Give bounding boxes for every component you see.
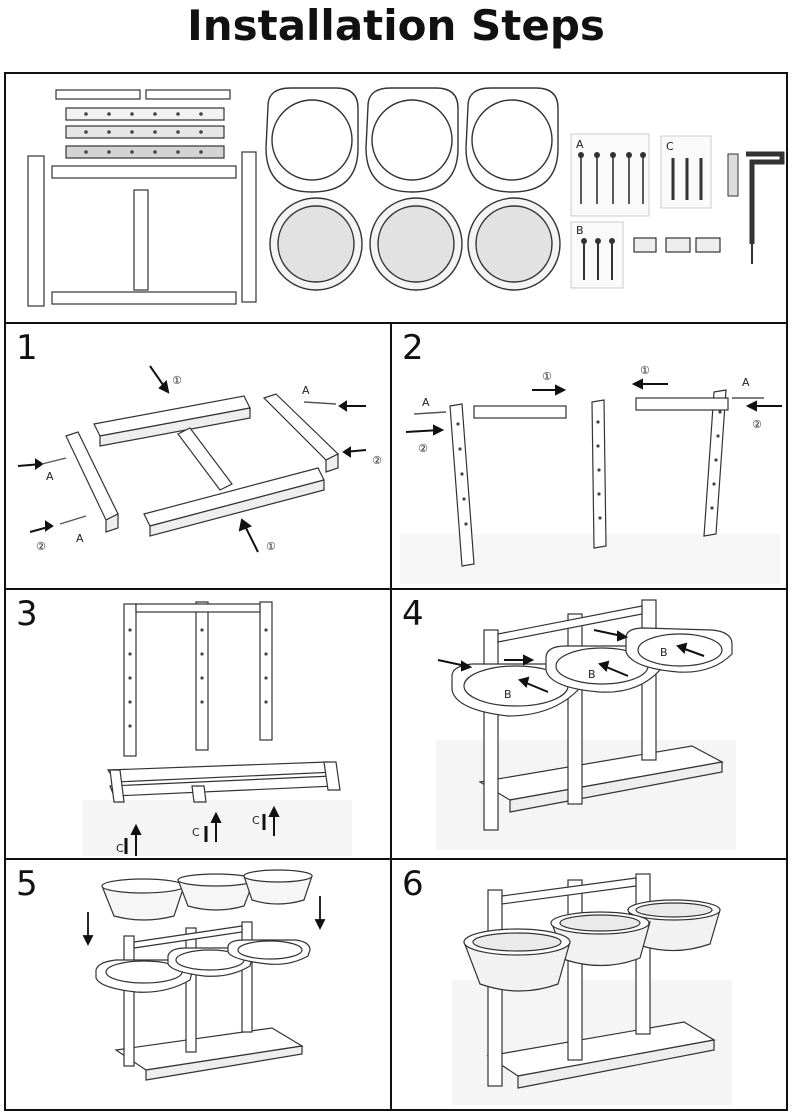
bowl-front bbox=[463, 941, 571, 992]
callout-1: ① bbox=[640, 364, 650, 377]
bowl bbox=[243, 875, 313, 905]
step-panel-4: 4 B B B bbox=[390, 588, 788, 860]
screw-label-c: C bbox=[192, 826, 200, 839]
step-number: 1 bbox=[16, 328, 38, 368]
step-number: 2 bbox=[402, 328, 424, 368]
crossbar-right bbox=[635, 397, 729, 411]
step-panel-2: 2 ① ① ② ② A A bbox=[390, 322, 788, 590]
crossbar bbox=[501, 877, 637, 905]
screw-label-b: B bbox=[660, 646, 668, 659]
step-5-illustration bbox=[82, 869, 326, 1081]
parts-panel: A B C bbox=[4, 72, 788, 324]
callout-2: ② bbox=[418, 442, 428, 455]
slat-part bbox=[55, 89, 141, 100]
crossbar bbox=[135, 603, 261, 613]
step-panel-3: 3 C C C bbox=[4, 588, 392, 860]
frame-side-part bbox=[27, 155, 45, 307]
step-number: 4 bbox=[402, 594, 424, 634]
screw-label-a: A bbox=[422, 396, 430, 409]
screw-label-c: C bbox=[252, 814, 260, 827]
perforated-bar-part bbox=[65, 125, 225, 139]
step-number: 5 bbox=[16, 864, 38, 904]
screw-label-a: A bbox=[76, 532, 84, 545]
screw-label-a: A bbox=[576, 138, 584, 151]
post-left bbox=[449, 403, 475, 567]
parts-illustration: A B C bbox=[27, 87, 785, 307]
callout-2: ② bbox=[752, 418, 762, 431]
screw-label-b: B bbox=[504, 688, 512, 701]
screw-a-pack bbox=[570, 133, 650, 217]
screw-label-c: C bbox=[116, 842, 124, 855]
post-center bbox=[567, 613, 583, 805]
nut-part bbox=[665, 237, 691, 253]
step-number: 6 bbox=[402, 864, 424, 904]
callout-2: ② bbox=[36, 540, 46, 553]
step-number: 3 bbox=[16, 594, 38, 634]
slat-part bbox=[145, 89, 231, 100]
screw-label-b: B bbox=[588, 668, 596, 681]
frame-side-left bbox=[65, 431, 119, 521]
post-left bbox=[123, 603, 137, 757]
screw-label-a: A bbox=[742, 376, 750, 389]
frame-center bbox=[177, 427, 233, 491]
post-center bbox=[567, 879, 583, 1061]
step-1-illustration: ① ① ② ② A A A bbox=[17, 365, 382, 553]
callout-2: ② bbox=[372, 454, 382, 467]
screw-label-b: B bbox=[576, 224, 584, 237]
post-right bbox=[259, 601, 273, 741]
frame-side-part bbox=[241, 151, 257, 303]
crossbar bbox=[497, 605, 643, 643]
step-panel-5: 5 bbox=[4, 858, 392, 1111]
screw-label-a: A bbox=[46, 470, 54, 483]
step-panel-6: 6 bbox=[390, 858, 788, 1111]
post-center bbox=[591, 399, 607, 549]
perforated-bar-part bbox=[65, 145, 225, 159]
post-right bbox=[241, 921, 253, 1033]
callout-1: ① bbox=[542, 370, 552, 383]
bowl-back bbox=[627, 909, 721, 952]
step-4-illustration: B B B bbox=[436, 599, 736, 850]
frame-center-part bbox=[133, 189, 149, 291]
perforated-bar-part bbox=[65, 107, 225, 121]
post-center bbox=[195, 601, 209, 751]
allen-key-part bbox=[746, 151, 785, 244]
step-3-illustration: C C C bbox=[82, 601, 352, 856]
screw-label-a: A bbox=[302, 384, 310, 397]
nut-part bbox=[633, 237, 657, 253]
crossbar-left bbox=[473, 405, 567, 419]
post-left bbox=[123, 935, 135, 1067]
step-panel-1: 1 ① ① ② ② A bbox=[4, 322, 392, 590]
nut-part bbox=[695, 237, 721, 253]
crossbar bbox=[133, 925, 243, 949]
frame-rail-part bbox=[51, 165, 237, 179]
bowl bbox=[177, 879, 255, 911]
callout-1: ① bbox=[172, 374, 182, 387]
post-center bbox=[185, 927, 197, 1053]
callout-1: ① bbox=[266, 540, 276, 553]
frame-rail-part bbox=[51, 291, 237, 305]
step-2-illustration: ① ① ② ② A A bbox=[400, 364, 782, 584]
spring-part bbox=[727, 153, 739, 197]
bowl bbox=[101, 885, 185, 921]
screw-label-c: C bbox=[666, 140, 674, 153]
step-6-illustration bbox=[452, 873, 732, 1105]
post-right bbox=[703, 389, 727, 537]
post-left bbox=[483, 629, 499, 831]
page-title: Installation Steps bbox=[187, 1, 605, 50]
